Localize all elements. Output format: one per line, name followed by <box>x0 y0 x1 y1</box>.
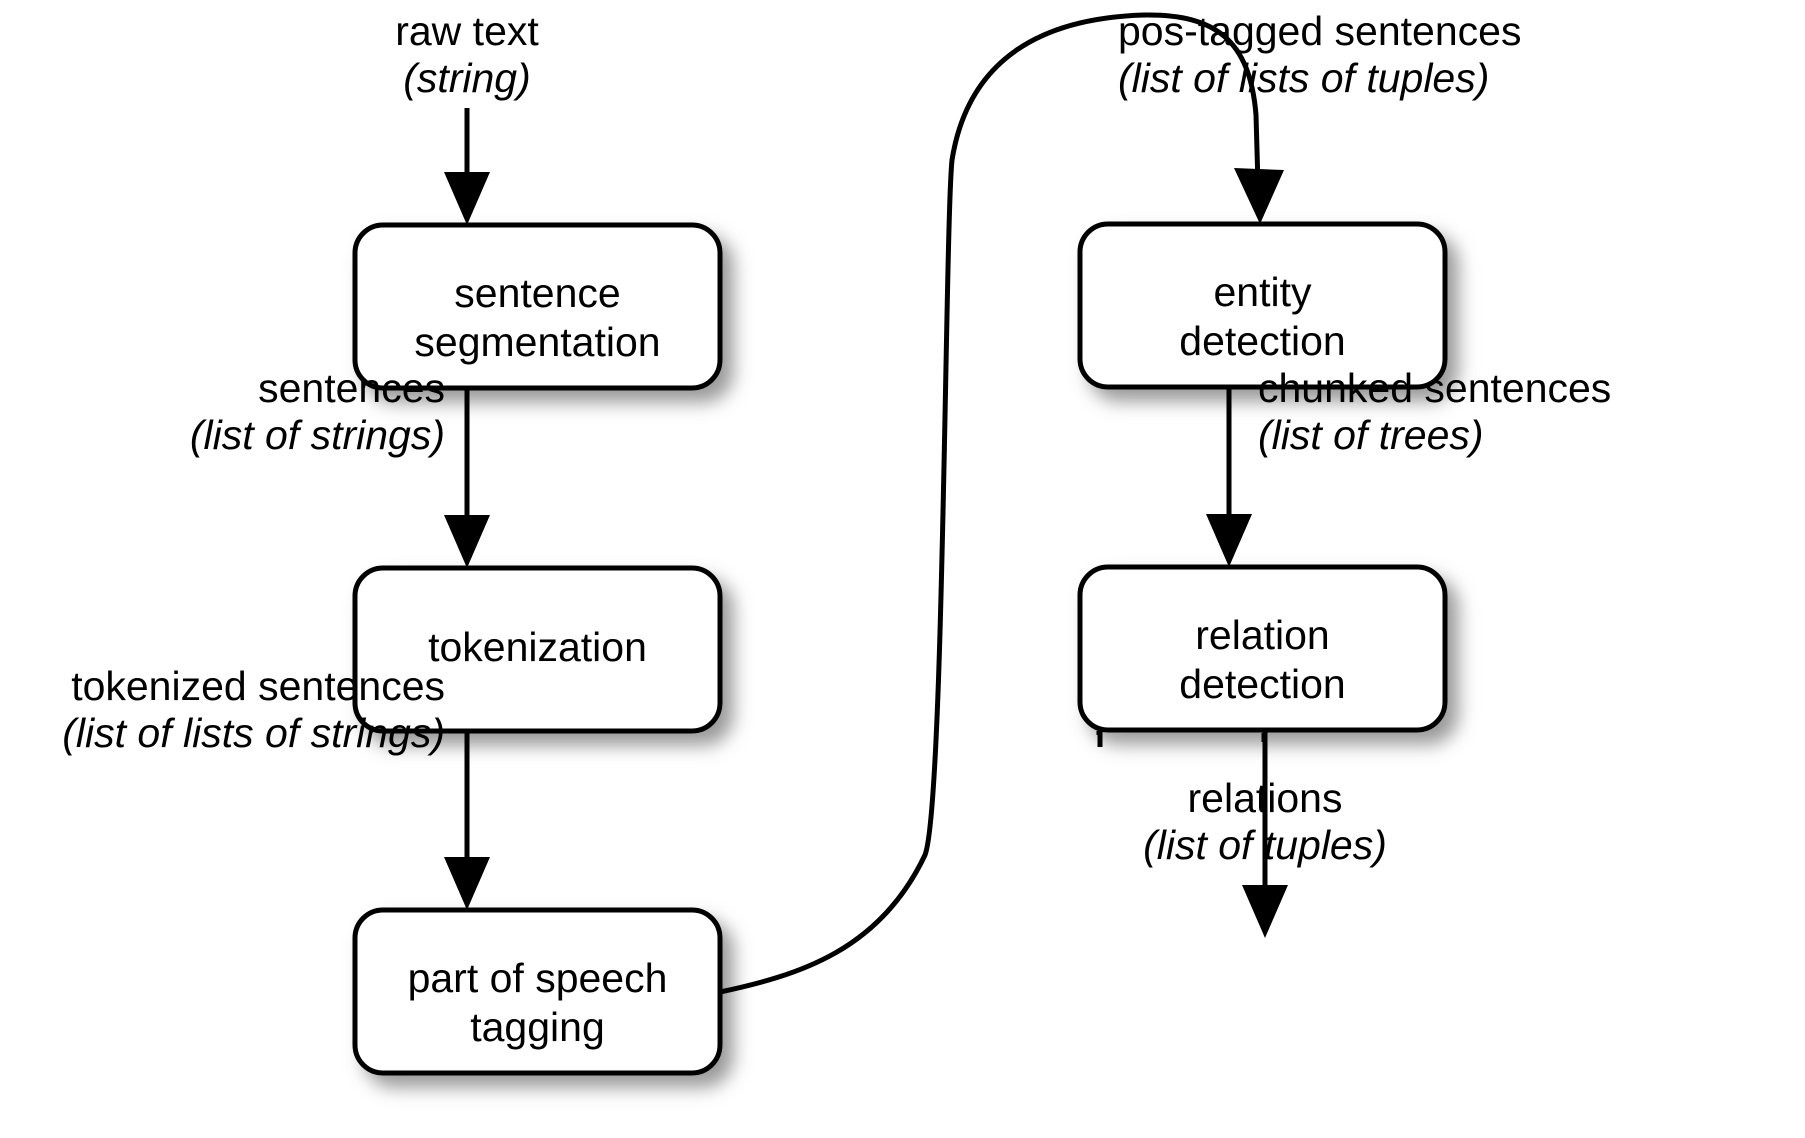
edge-label-type: (list of tuples) <box>1143 821 1387 868</box>
edge-relation-detection-to-relations <box>1096 731 1288 938</box>
edge-label-pos-tagged-sentences: pos-tagged sentences (list of lists of t… <box>1118 8 1805 101</box>
edge-label-chunked-sentences: chunked sentences (list of trees) <box>1258 365 1805 458</box>
edge-label-type: (list of lists of strings) <box>62 709 445 756</box>
edge-label-name: pos-tagged sentences <box>1118 8 1522 54</box>
edge-label-sentences: sentences (list of strings) <box>40 365 445 458</box>
edge-raw-text-to-sentence-segmentation <box>444 108 490 225</box>
edge-label-name: tokenized sentences <box>71 663 445 709</box>
edge-label-name: raw text <box>395 8 539 54</box>
edge-label-type: (string) <box>403 54 531 101</box>
node-box-relation-detection[interactable] <box>1077 564 1448 733</box>
edge-label-raw-text: raw text (string) <box>267 8 667 101</box>
edge-entity-detection-to-relation-detection <box>1206 388 1252 567</box>
edge-label-type: (list of lists of tuples) <box>1118 54 1490 101</box>
node-box-tokenization[interactable] <box>352 565 723 734</box>
edge-part-of-speech-tagging-to-entity-detection <box>717 12 1284 995</box>
edge-label-name: relations <box>1187 775 1343 821</box>
edge-label-relations: relations (list of tuples) <box>915 775 1615 868</box>
edge-label-type: (list of trees) <box>1258 411 1484 458</box>
node-box-entity-detection[interactable] <box>1077 221 1448 390</box>
edge-label-type: (list of strings) <box>189 411 445 458</box>
edge-label-tokenized-sentences: tokenized sentences (list of lists of st… <box>10 663 445 756</box>
node-box-part-of-speech-tagging[interactable] <box>352 907 723 1076</box>
edge-label-name: chunked sentences <box>1258 365 1612 411</box>
edge-sentence-segmentation-to-tokenization <box>444 388 490 568</box>
edge-tokenization-to-part-of-speech-tagging <box>444 731 490 910</box>
node-box-sentence-segmentation[interactable] <box>352 222 723 391</box>
edge-label-name: sentences <box>258 365 445 411</box>
